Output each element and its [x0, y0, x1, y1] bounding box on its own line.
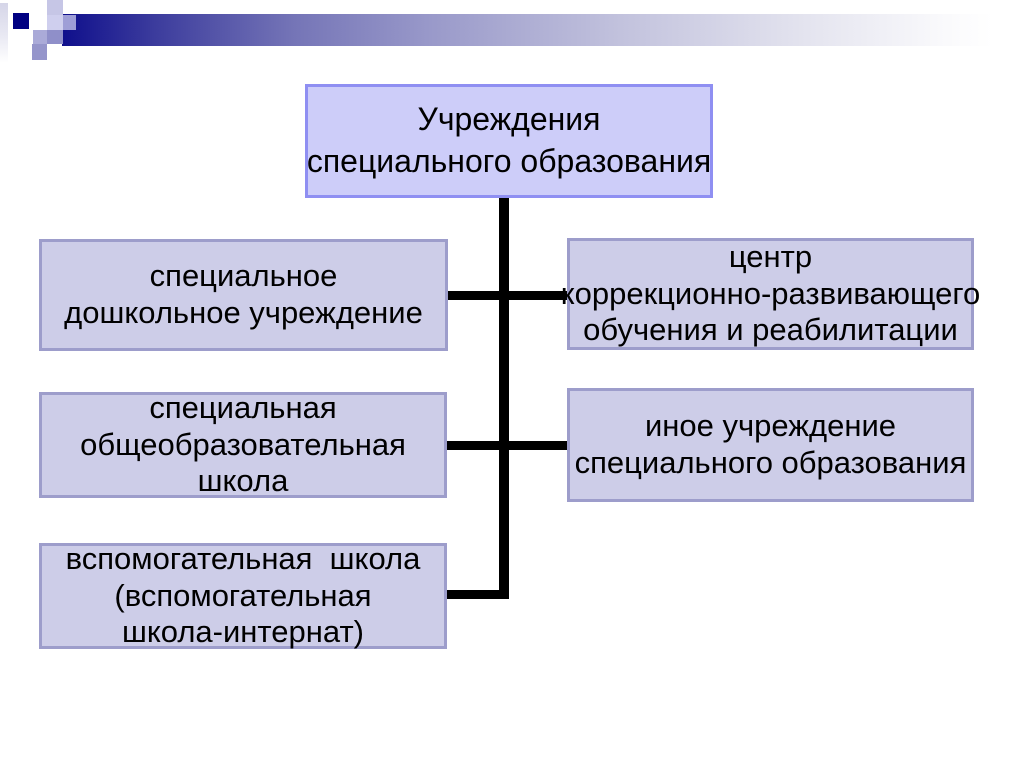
- node-auxiliary-school: вспомогательная школа (вспомогательная ш…: [39, 541, 447, 650]
- decor-square: [47, 15, 63, 30]
- node-correction-center: центр коррекционно-развивающего обучения…: [561, 238, 980, 350]
- decor-square-navy: [13, 13, 29, 29]
- decor-square: [63, 15, 76, 30]
- decor-gradient-strip: [0, 3, 8, 63]
- node-label: вспомогательная школа (вспомогательная ш…: [65, 541, 421, 650]
- decor-square: [33, 30, 47, 44]
- decor-square: [47, 0, 63, 15]
- decor-square: [47, 30, 63, 44]
- connector-trunk: [499, 196, 509, 599]
- node-special-preschool: специальное дошкольное учреждение: [39, 239, 448, 351]
- node-other-institution: иное учреждение специального образования: [567, 388, 974, 502]
- node-special-school: специальная общеобразовательная школа: [39, 390, 447, 499]
- header-accent-bar: [62, 14, 993, 46]
- decor-square: [32, 44, 47, 60]
- connector-row2: [447, 441, 568, 450]
- node-root-label: Учреждения специального образования: [306, 101, 712, 179]
- node-label: центр коррекционно-развивающего обучения…: [560, 239, 981, 348]
- connector-row3: [447, 590, 509, 599]
- node-label: специальная общеобразовательная школа: [80, 390, 406, 499]
- node-label: специальное дошкольное учреждение: [64, 258, 423, 330]
- node-label: иное учреждение специального образования: [574, 408, 967, 480]
- node-root: Учреждения специального образования: [305, 84, 713, 198]
- connector-row1: [447, 291, 568, 300]
